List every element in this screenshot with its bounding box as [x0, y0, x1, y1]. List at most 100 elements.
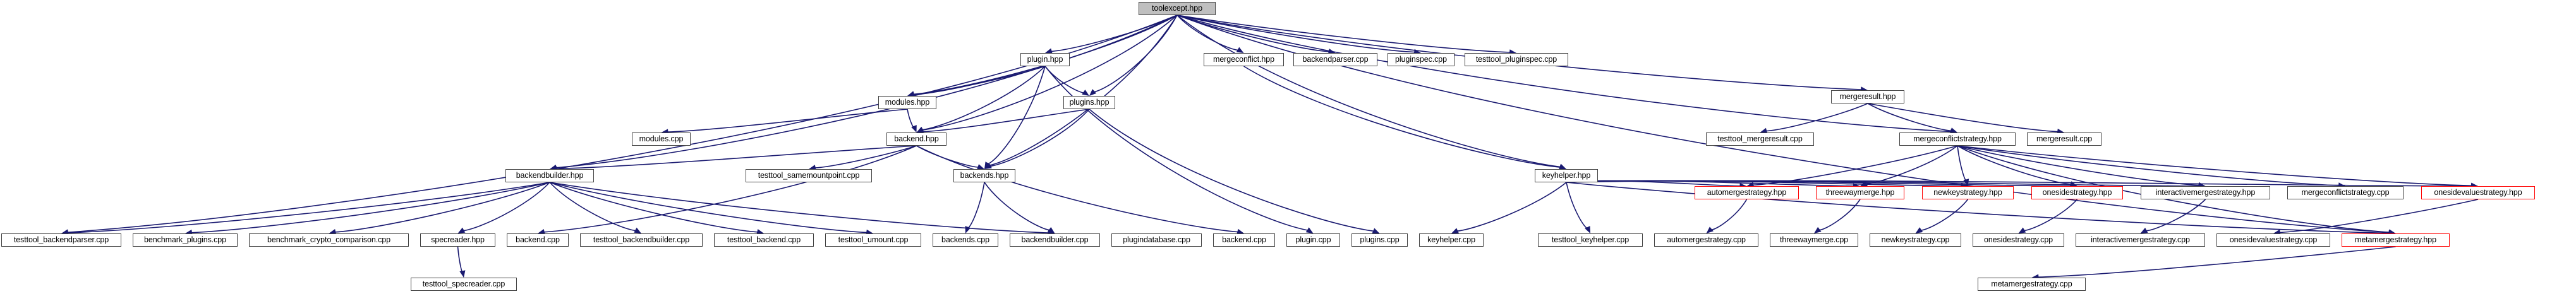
graph-node-backends-hpp[interactable]: backends.hpp: [953, 169, 1015, 182]
graph-edge: [1566, 180, 2200, 187]
graph-node-mergeconflictstrategy-hpp[interactable]: mergeconflictstrategy.hpp: [1899, 132, 2016, 146]
graph-edge: [1566, 180, 2072, 187]
graph-node-specreader-hpp[interactable]: specreader.hpp: [420, 233, 495, 247]
graph-node-backendparser-cpp[interactable]: backendparser.cpp: [1293, 53, 1377, 66]
graph-node-plugin-hpp[interactable]: plugin.hpp: [1020, 53, 1070, 66]
graph-edge: [1957, 145, 2200, 186]
graph-edge: [543, 145, 917, 233]
graph-node-backendbuilder-cpp[interactable]: backendbuilder.cpp: [1010, 233, 1100, 247]
graph-edge: [463, 182, 550, 232]
graph-edge-arrowhead: [1082, 90, 1089, 96]
graph-edge-arrowhead: [965, 226, 971, 233]
graph-node-threewaymerge-hpp[interactable]: threewaymerge.hpp: [1816, 186, 1904, 199]
graph-edge: [190, 182, 550, 233]
graph-node-plugins-hpp[interactable]: plugins.hpp: [1063, 96, 1115, 109]
graph-edge: [1050, 15, 1178, 52]
graph-edge: [549, 182, 1049, 233]
graph-edge: [1957, 145, 2072, 185]
graph-edge: [1710, 199, 1748, 230]
graph-node-backend-hpp[interactable]: backend.hpp: [886, 132, 946, 146]
graph-node-testtool-specreader-cpp[interactable]: testtool_specreader.cpp: [411, 278, 517, 291]
graph-edge-arrowhead: [911, 125, 917, 132]
graph-edge-arrowhead: [1814, 227, 1822, 233]
graph-edge: [2023, 199, 2078, 232]
graph-edge: [1566, 182, 1588, 229]
graph-edge: [1957, 145, 1968, 182]
graph-edge: [1867, 103, 1952, 132]
graph-node-interactivemergestrategy-hpp[interactable]: interactivemergestrategy.hpp: [2141, 186, 2270, 199]
graph-node-metamergestrategy-cpp[interactable]: metamergestrategy.cpp: [1978, 278, 2086, 291]
graph-node-testtool-mergeresult-cpp[interactable]: testtool_mergeresult.cpp: [1706, 132, 1814, 146]
graph-edge-arrowhead: [459, 270, 466, 278]
graph-edge: [916, 145, 979, 168]
graph-edge: [1176, 15, 1416, 53]
graph-node-mergeresult-cpp[interactable]: mergeresult.cpp: [2027, 132, 2101, 146]
graph-edge: [907, 109, 916, 129]
graph-node-automergestrategy-hpp[interactable]: automergestrategy.hpp: [1695, 186, 1799, 199]
graph-node-plugin-cpp[interactable]: plugin.cpp: [1286, 233, 1340, 247]
graph-node-mergeresult-hpp[interactable]: mergeresult.hpp: [1831, 90, 1904, 103]
graph-node-onesidevaluestrategy-cpp[interactable]: onesidevaluestrategy.cpp: [2216, 233, 2330, 247]
graph-node-testtool-keyhelper-cpp[interactable]: testtool_keyhelper.cpp: [1538, 233, 1643, 247]
graph-node-benchmark-crypto-comparison-cpp[interactable]: benchmark_crypto_comparison.cpp: [249, 233, 409, 247]
graph-edge: [1566, 180, 2473, 187]
graph-edge: [1176, 15, 1511, 53]
graph-edge-arrowhead: [984, 162, 991, 169]
graph-edge: [1566, 180, 1962, 187]
graph-node-onesidestrategy-hpp[interactable]: onesidestrategy.hpp: [2031, 186, 2123, 199]
graph-node-benchmark-plugins-cpp[interactable]: benchmark_plugins.cpp: [133, 233, 238, 247]
graph-edge: [989, 109, 1090, 167]
graph-edge: [1867, 103, 2059, 132]
graph-node-modules-hpp[interactable]: modules.hpp: [878, 96, 936, 109]
graph-edge: [2037, 246, 2396, 278]
graph-node-automergestrategy-cpp[interactable]: automergestrategy.cpp: [1654, 233, 1758, 247]
graph-node-testtool-umount-cpp[interactable]: testtool_umount.cpp: [825, 233, 921, 247]
graph-node-keyhelper-hpp[interactable]: keyhelper.hpp: [1535, 169, 1598, 182]
graph-node-onesidevaluestrategy-hpp[interactable]: onesidevaluestrategy.hpp: [2421, 186, 2535, 199]
graph-node-testtool-backendparser-cpp[interactable]: testtool_backendparser.cpp: [1, 233, 121, 247]
graph-node-backend-cpp[interactable]: backend.cpp: [1213, 233, 1275, 247]
graph-edge: [1957, 145, 2473, 187]
graph-edge: [1752, 145, 1958, 186]
graph-node-testtool-backend-cpp[interactable]: testtool_backend.cpp: [714, 233, 814, 247]
graph-node-toolexcept-hpp[interactable]: toolexcept.hpp: [1139, 2, 1216, 15]
graph-node-newkeystrategy-hpp[interactable]: newkeystrategy.hpp: [1922, 186, 2014, 199]
graph-node-backend-cpp[interactable]: backend.cpp: [507, 233, 569, 247]
graph-node-keyhelper-cpp[interactable]: keyhelper.cpp: [1419, 233, 1484, 247]
graph-node-modules-cpp[interactable]: modules.cpp: [632, 132, 691, 146]
graph-edge-arrowhead: [457, 227, 466, 233]
graph-edge-arrowhead: [1451, 228, 1459, 233]
graph-edge: [912, 66, 1046, 95]
graph-edge: [1765, 103, 1868, 132]
graph-node-backends-cpp[interactable]: backends.cpp: [933, 233, 998, 247]
graph-node-interactivemergestrategy-cpp[interactable]: interactivemergestrategy.cpp: [2076, 233, 2205, 247]
graph-node-newkeystrategy-cpp[interactable]: newkeystrategy.cpp: [1870, 233, 1961, 247]
graph-edge: [555, 145, 917, 170]
graph-node-testtool-samemountpoint-cpp[interactable]: testtool_samemountpoint.cpp: [746, 169, 872, 182]
graph-node-backendbuilder-hpp[interactable]: backendbuilder.hpp: [505, 169, 594, 182]
graph-edge: [1176, 15, 1561, 168]
graph-edge: [66, 182, 550, 233]
graph-node-mergeconflictstrategy-cpp[interactable]: mergeconflictstrategy.cpp: [2287, 186, 2404, 199]
graph-edge-arrowhead: [916, 126, 924, 132]
graph-node-metamergestrategy-hpp[interactable]: metamergestrategy.hpp: [2342, 233, 2450, 247]
graph-edge: [1093, 15, 1178, 93]
graph-node-mergeconflict-hpp[interactable]: mergeconflict.hpp: [1204, 53, 1284, 66]
graph-edge: [921, 15, 1178, 131]
graph-edge: [1818, 199, 1861, 231]
graph-edge: [549, 182, 637, 232]
graph-node-plugindatabase-cpp[interactable]: plugindatabase.cpp: [1111, 233, 1202, 247]
graph-node-onesidestrategy-cpp[interactable]: onesidestrategy.cpp: [1973, 233, 2064, 247]
graph-edge-arrowhead: [916, 127, 924, 132]
graph-edge: [922, 109, 1090, 132]
graph-node-pluginspec-cpp[interactable]: pluginspec.cpp: [1388, 53, 1454, 66]
graph-edge-arrowhead: [1706, 227, 1714, 233]
graph-node-plugins-cpp[interactable]: plugins.cpp: [1351, 233, 1408, 247]
graph-edge: [1243, 66, 1561, 168]
graph-node-threewaymerge-cpp[interactable]: threewaymerge.cpp: [1770, 233, 1858, 247]
graph-node-testtool-pluginspec-cpp[interactable]: testtool_pluginspec.cpp: [1465, 53, 1568, 66]
graph-node-testtool-backendbuilder-cpp[interactable]: testtool_backendbuilder.cpp: [580, 233, 703, 247]
graph-edge: [967, 182, 985, 229]
